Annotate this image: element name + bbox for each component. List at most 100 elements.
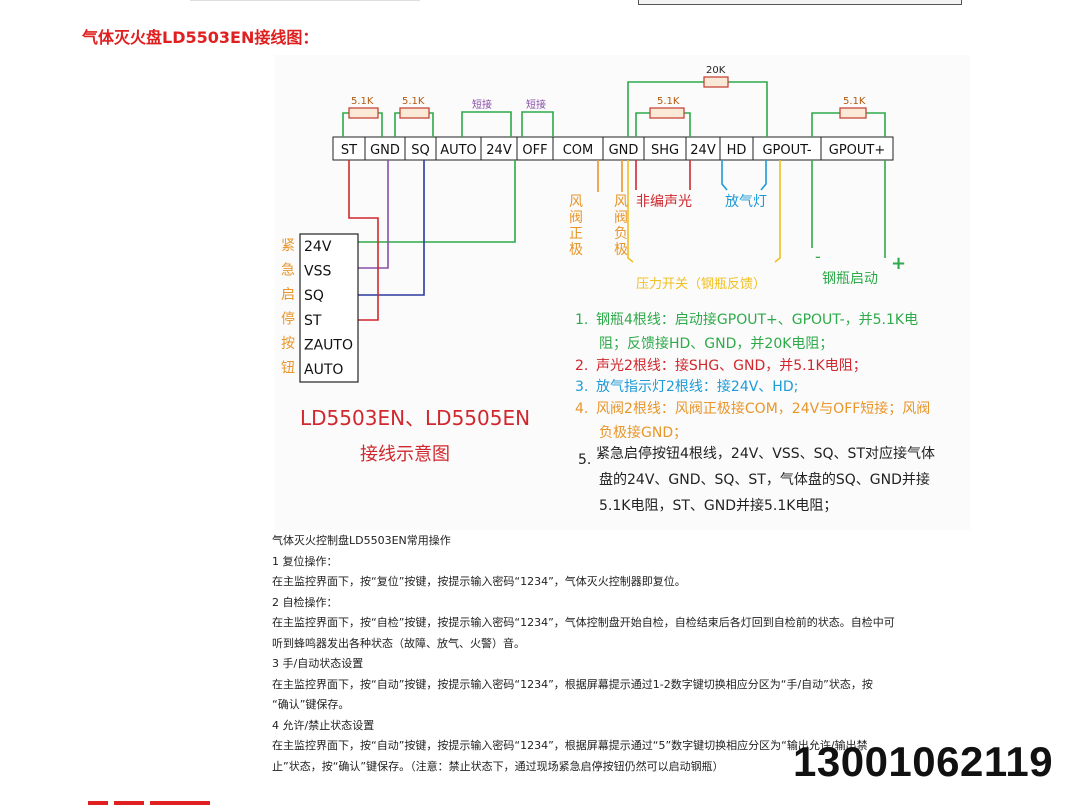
operations-line: 在主监控界面下，按“自检”按键，按提示输入密码“1234”，气体控制盘开始自检，… — [272, 616, 895, 629]
label-gnd-sq: 5.1K — [402, 96, 425, 107]
terminal-label: SHG — [651, 143, 679, 158]
button-side-char: 按 — [281, 336, 295, 352]
note-line: 阻；反馈接HD、GND，并20K电阻； — [599, 335, 833, 352]
terminal-label: GND — [370, 143, 400, 158]
button-side-char: 急 — [281, 263, 295, 279]
top-divider — [190, 0, 420, 1]
button-box — [299, 233, 359, 383]
caption-line2: 接线示意图 — [360, 444, 450, 465]
operations-line: 1 复位操作： — [272, 554, 338, 568]
terminal-label: ST — [341, 143, 357, 158]
note-line: 紧急启停按钮4根线，24V、VSS、SQ、ST对应接气体 — [596, 445, 935, 462]
wire-sq — [358, 160, 425, 296]
short-auto-24v — [461, 111, 512, 137]
valve-negative-char: 负 — [614, 226, 628, 242]
label-24v-off: 短接 — [526, 98, 546, 111]
terminal-label: GPOUT- — [762, 143, 811, 158]
label-st-gnd: 5.1K — [351, 96, 374, 107]
wires — [342, 81, 886, 321]
res-wire-gnd-shg-b — [684, 112, 691, 137]
terminal-cell — [820, 136, 894, 161]
wire-24v — [358, 160, 516, 243]
terminal-label: HD — [727, 143, 747, 158]
resistor-20k — [703, 76, 729, 88]
note-line: 钢瓶4根线：启动接GPOUT+、GPOUT-，并5.1K电 — [596, 311, 918, 328]
bottom-fragment — [88, 790, 258, 805]
button-pin-label: SQ — [304, 288, 324, 304]
resistors — [348, 76, 867, 119]
operations-section: 气体灭火控制盘LD5503EN常用操作 1 复位操作： 在主监控界面下，按“复位”… — [272, 531, 972, 777]
terminal-label: GPOUT+ — [829, 143, 886, 158]
note-line: 负极接GND； — [599, 424, 687, 441]
note-number: 5. — [578, 452, 591, 468]
wire-light-hd — [760, 160, 767, 191]
valve-positive-char: 正 — [569, 226, 583, 242]
operations-line: 在主监控界面下，按“自动”按键，按提示输入密码“1234”，根据屏幕提示通过“5… — [272, 739, 868, 752]
label-gpout: 5.1K — [843, 96, 866, 107]
operations-line: 在主监控界面下，按“自动”按键，按提示输入密码“1234”，根据屏幕提示通过1-… — [272, 677, 873, 691]
valve-positive-label: 风阀正极 — [569, 194, 583, 258]
res-wire-gpout-b — [866, 112, 886, 137]
wire-press-left — [627, 160, 634, 263]
note-line: 声光2根线：接SHG、GND，并5.1K电阻； — [596, 357, 867, 374]
valve-positive-char: 极 — [569, 242, 583, 258]
diagram-background — [275, 55, 970, 530]
button-side-char: 启 — [281, 287, 295, 303]
operations-line: 4 允许/禁止状态设置 — [272, 718, 375, 732]
terminal-label: OFF — [522, 143, 547, 158]
cylinder-start-label: 钢瓶启动 — [822, 271, 878, 287]
label-auto-24v: 短接 — [472, 98, 492, 111]
resistor-gpout — [839, 107, 867, 119]
res-wire-gpout — [811, 112, 840, 137]
minus-label: - — [815, 247, 821, 266]
pressure-switch-label: 压力开关（钢瓶反馈） — [636, 277, 766, 292]
valve-negative-char: 风 — [614, 194, 628, 210]
button-pin-label: ZAUTO — [304, 337, 353, 353]
resistor-gnd-shg — [649, 107, 685, 119]
operations-heading: 气体灭火控制盘LD5503EN常用操作 — [272, 534, 451, 547]
note-number: 3. — [575, 379, 588, 395]
short-24v-off — [521, 111, 554, 137]
operations-line: 听到蜂鸣器发出各种状态（故障、放气、火警）音。 — [272, 636, 525, 650]
button-side-char: 钮 — [281, 361, 295, 377]
wiring-diagram: ST GND SQ AUTO 24V OFF COM GND SHG 24V HD GPOUT- GPO… — [275, 55, 970, 530]
valve-negative-char: 阀 — [614, 210, 628, 226]
resistor-labels: 5.1K 5.1K 短接 短接 5.1K 20K 5.1K — [351, 65, 866, 111]
operations-line: 在主监控界面下，按“复位”按键，按提示输入密码“1234”，气体灭火控制器即复位… — [272, 575, 686, 588]
res-wire-gnd-sq — [394, 112, 400, 137]
res-wire-st-gnd — [342, 112, 349, 137]
terminal-label: COM — [563, 143, 594, 158]
operations-line: 止”状态，按“确认”键保存。（注意：禁止状态下，通过现场紧急启停按钮仍然可以启动… — [272, 759, 724, 773]
note-line: 风阀2根线：风阀正极接COM，24V与OFF短接；风阀 — [596, 400, 930, 417]
terminal-label: GND — [609, 143, 639, 158]
note-line: 盘的24V、GND、SQ、ST，气体盘的SQ、GND并接 — [599, 471, 930, 488]
phone-number: 13001062119 — [793, 738, 1054, 785]
resistor-st-gnd — [348, 107, 379, 119]
note-number: 4. — [575, 401, 588, 417]
terminal-label: 24V — [690, 143, 716, 158]
button-pin-label: AUTO — [304, 362, 343, 378]
note-number: 2. — [575, 358, 588, 374]
page-title: 气体灭火盘LD5503EN接线图： — [82, 28, 319, 47]
wire-light-24v — [721, 160, 728, 191]
button-side-char: 停 — [281, 311, 295, 328]
res-wire-20k-b — [728, 81, 768, 137]
valve-positive-char: 风 — [569, 194, 583, 210]
button-pin-label: ST — [304, 313, 322, 329]
notes: 1.钢瓶4根线：启动接GPOUT+、GPOUT-，并5.1K电阻；反馈接HD、G… — [575, 311, 935, 514]
res-wire-gnd-sq-b — [429, 112, 434, 137]
res-wire-gnd-shg — [635, 112, 650, 137]
resistor-gnd-sq — [399, 107, 430, 119]
operations-line: “确认”键保存。 — [272, 698, 350, 711]
terminal-label: SQ — [411, 143, 429, 158]
button-side-label: 紧急启停按钮 — [281, 238, 295, 377]
button-side-char: 紧 — [281, 238, 295, 254]
terminal-label: AUTO — [440, 143, 477, 158]
button-pin-label: 24V — [304, 239, 332, 255]
operations-lines: 1 复位操作： 在主监控界面下，按“复位”按键，按提示输入密码“1234”，气体灭… — [272, 552, 972, 778]
operations-line: 2 自检操作： — [272, 595, 338, 609]
non-programmed-label: 非编声光 — [636, 194, 692, 210]
